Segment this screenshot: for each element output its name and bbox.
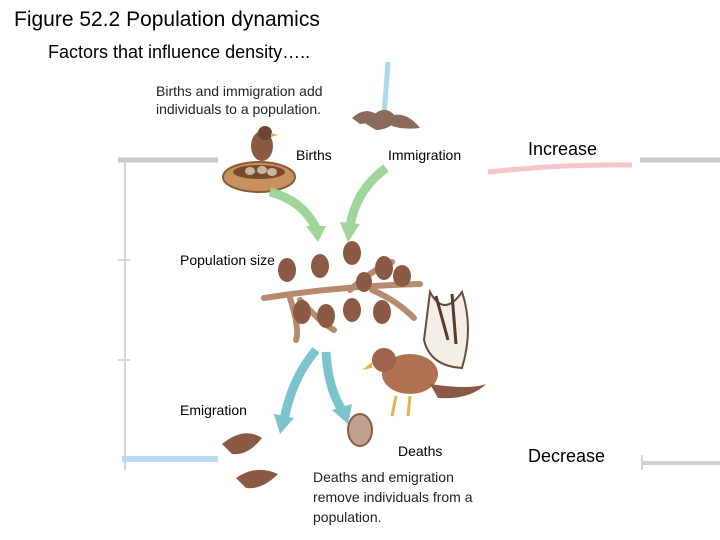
dead-bird-icon	[347, 413, 373, 447]
perched-birds-icon	[278, 241, 411, 328]
immigration-arrow-icon	[340, 164, 389, 242]
births-arrow-icon	[268, 187, 326, 242]
increase-line	[487, 162, 633, 175]
decrease-label: Decrease	[528, 446, 606, 466]
flying-birds-icon	[352, 109, 420, 130]
deaths-emigration-note: Deaths and emigration remove individuals…	[313, 469, 473, 525]
increase-label: Increase	[528, 139, 598, 159]
emigrating-birds-icon	[222, 433, 278, 489]
nest-icon	[222, 161, 296, 193]
figure-title: Figure 52.2 Population dynamics	[14, 8, 320, 31]
births-label: Births	[296, 147, 332, 163]
vertical-accent-line	[381, 61, 391, 116]
deaths-arrow-icon	[321, 351, 352, 424]
births-immigration-note: Births and immigration add individuals t…	[156, 83, 323, 117]
emigration-arrow-icon	[274, 347, 320, 434]
deaths-label: Deaths	[398, 443, 443, 459]
background-axes	[118, 158, 643, 470]
immigration-label: Immigration	[388, 147, 462, 163]
emigration-label: Emigration	[180, 402, 247, 418]
bird-icon	[251, 126, 278, 161]
hawk-icon	[362, 288, 486, 417]
population-size-label: Population size	[180, 252, 275, 268]
figure-subtitle: Factors that influence density…..	[48, 42, 311, 62]
